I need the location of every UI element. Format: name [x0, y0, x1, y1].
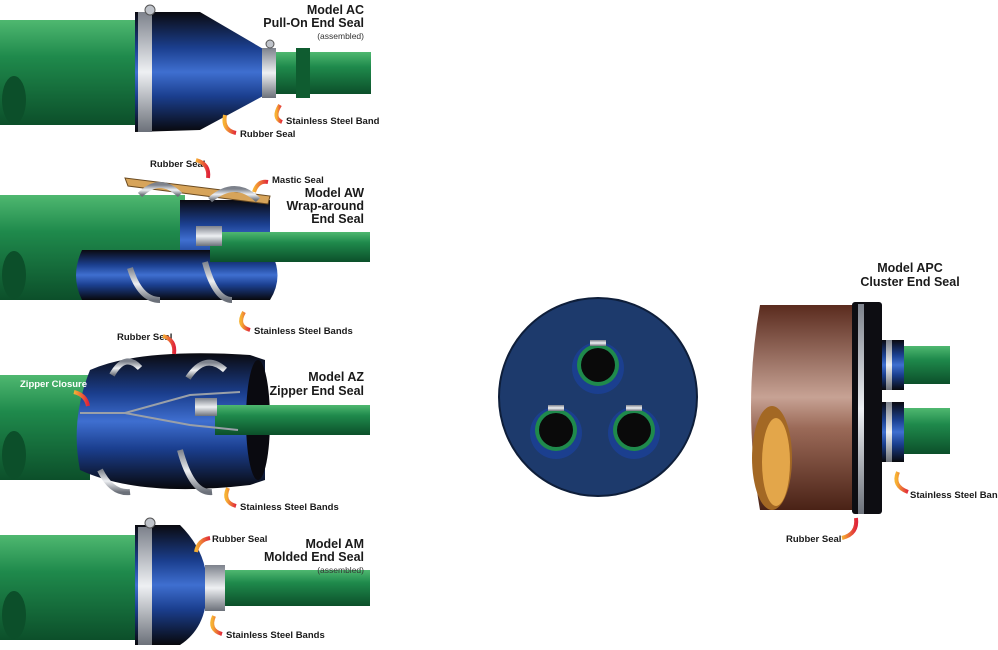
model-ac-illustration [0, 4, 371, 132]
model-aw-subtitle-1: Wrap-around [286, 199, 364, 213]
pipe-port [608, 405, 660, 459]
model-ac-title: Model AC [307, 3, 364, 17]
arrow-icon [841, 517, 859, 540]
model-am-title: Model AM [305, 537, 364, 551]
arrow-icon [274, 103, 283, 124]
model-am-note: (assembled) [317, 565, 364, 575]
am-rubber-callout: Rubber Seal [212, 534, 267, 545]
model-aw-title: Model AW [305, 186, 364, 200]
apc-band-callout: Stainless Steel Band [910, 490, 998, 501]
model-am-illustration [0, 517, 370, 645]
model-az-title: Model AZ [308, 370, 364, 384]
model-ac-subtitle: Pull-On End Seal [263, 16, 364, 30]
az-zipper-callout: Zipper Closure [20, 379, 87, 390]
arrow-icon [162, 334, 177, 355]
ac-band-callout: Stainless Steel Band [286, 116, 380, 127]
arrow-icon [222, 114, 237, 135]
az-rubber-callout: Rubber Seal [117, 332, 172, 343]
arrow-icon [239, 311, 251, 332]
arrow-icon [252, 179, 269, 193]
model-aw-illustration [0, 177, 370, 303]
model-az-illustration [0, 353, 370, 496]
cluster-seal-front-view [498, 297, 698, 497]
ac-seal-callout: Rubber Seal [240, 129, 295, 140]
aw-bands-callout: Stainless Steel Bands [254, 326, 353, 337]
am-bands-callout: Stainless Steel Bands [226, 630, 325, 641]
pipe-port [530, 405, 582, 459]
model-apc-illustration [751, 302, 950, 514]
aw-rubber-callout: Rubber Seal [150, 159, 205, 170]
arrow-icon [210, 615, 223, 636]
arrow-icon [195, 158, 211, 179]
arrow-icon [194, 536, 211, 553]
apc-seal-callout: Rubber Seal [786, 534, 841, 545]
model-am-subtitle: Molded End Seal [264, 550, 364, 564]
model-apc-title: Model APC [877, 261, 943, 275]
aw-mastic-callout: Mastic Seal [272, 175, 324, 186]
az-bands-callout: Stainless Steel Bands [240, 502, 339, 513]
model-apc-subtitle: Cluster End Seal [860, 275, 959, 289]
model-aw-subtitle-2: End Seal [311, 212, 364, 226]
pipe-port [572, 340, 624, 394]
model-ac-note: (assembled) [317, 31, 364, 41]
model-az-subtitle: Zipper End Seal [270, 384, 364, 398]
arrow-icon [73, 390, 90, 407]
arrow-icon [224, 487, 237, 508]
arrow-icon [894, 471, 909, 494]
